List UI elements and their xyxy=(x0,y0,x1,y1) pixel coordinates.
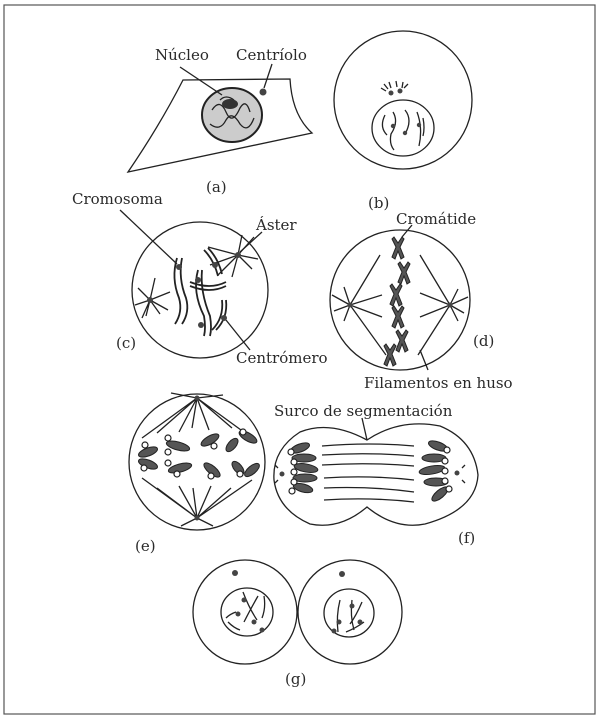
panel-label-d: (d) xyxy=(473,332,494,350)
label-cromatide: Cromátide xyxy=(396,210,476,228)
label-aster: Áster xyxy=(255,216,297,234)
panel-c-cell: Cromosoma Áster Centrómero (c) xyxy=(72,190,328,367)
centriole xyxy=(259,88,267,96)
aster-left xyxy=(134,277,171,319)
chromatids xyxy=(383,236,411,367)
panel-label-b: (b) xyxy=(368,194,389,212)
label-cromosoma: Cromosoma xyxy=(72,190,163,208)
panel-e-cell: (e) xyxy=(128,392,266,555)
frame xyxy=(3,4,596,715)
panel-label-a: (a) xyxy=(206,178,227,196)
panel-a-cell: Núcleo Centríolo (a) xyxy=(126,46,314,196)
label-surco: Surco de segmentación xyxy=(274,402,453,420)
panel-label-c: (c) xyxy=(116,334,136,352)
panel-d-cell: Cromátide (d) Filamentos en huso xyxy=(329,210,513,392)
panel-label-g: (g) xyxy=(285,670,306,688)
label-centromero: Centrómero xyxy=(236,349,328,367)
nucleus xyxy=(201,87,263,143)
panel-g-cells: (g) xyxy=(192,559,403,688)
label-centriolo: Centríolo xyxy=(236,46,307,64)
label-filamentos: Filamentos en huso xyxy=(364,374,513,392)
panel-label-f: (f) xyxy=(458,529,475,547)
label-nucleo: Núcleo xyxy=(155,46,209,64)
panel-b-cell: (b) xyxy=(333,30,473,212)
panel-f-cell: Surco de segmentación (f) xyxy=(273,402,479,547)
panel-label-e: (e) xyxy=(135,537,156,555)
